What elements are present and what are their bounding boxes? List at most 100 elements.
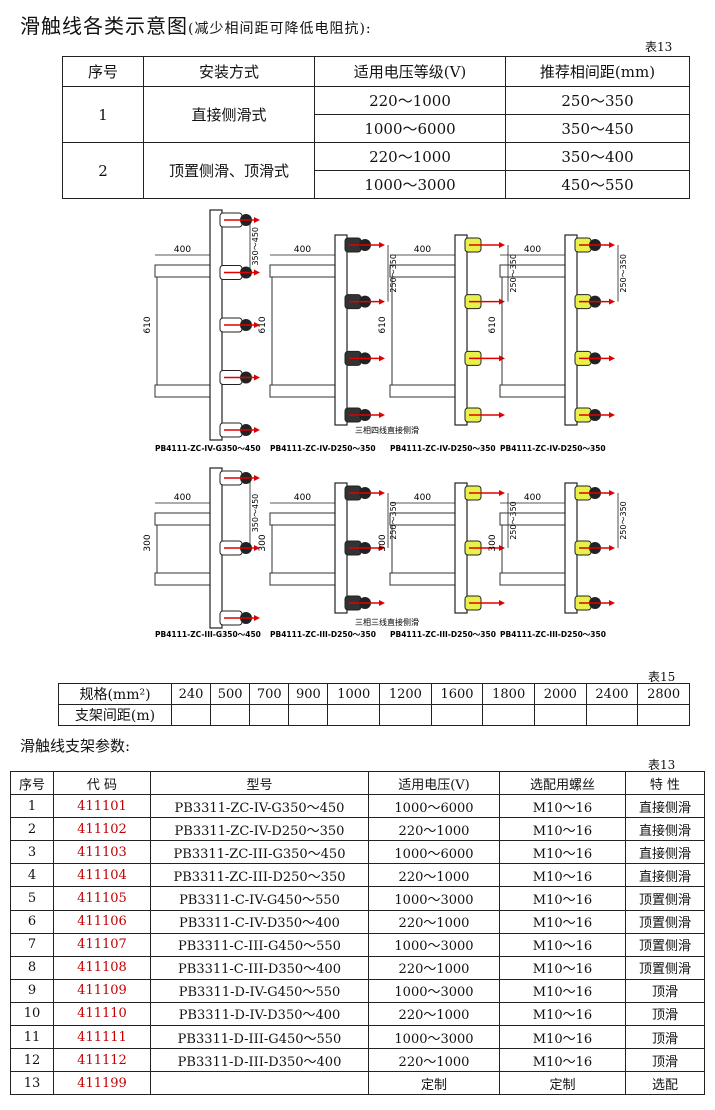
voltage-cell: 1000～3000	[368, 978, 500, 1003]
title-text: 滑触线各类示意图	[20, 14, 188, 38]
cell: 1000～6000	[314, 114, 506, 143]
width-label: 400	[524, 493, 541, 503]
table2-label: 表15	[648, 670, 676, 684]
arrow-head-icon	[379, 298, 385, 305]
spacing-cell[interactable]	[534, 704, 587, 726]
header-cell: 特 性	[625, 770, 705, 796]
spacing-cell[interactable]	[637, 704, 690, 726]
model-label: PB4111-ZC-IV-D250～350	[390, 444, 496, 453]
cell: 220～1000	[314, 86, 506, 115]
table-row: 1000～6000 350～450	[63, 114, 690, 143]
no-cell: 9	[10, 978, 54, 1003]
height-label: 610	[378, 316, 388, 333]
arm-bottom	[154, 572, 211, 586]
cell: 250～350	[505, 86, 690, 115]
spacing-label: 350～450	[251, 494, 260, 533]
model-label: PB4111-ZC-III-D250～350	[270, 630, 376, 639]
spacing-cell[interactable]	[430, 704, 484, 726]
feature-cell: 顶置侧滑	[625, 909, 705, 934]
model-label: PB4111-ZC-III-D250～350	[390, 630, 496, 639]
model-cell: PB3311-D-III-D350～400	[150, 1048, 369, 1073]
arm-bottom	[154, 384, 211, 398]
mount-plate	[454, 234, 468, 426]
spacing-cell[interactable]	[327, 704, 381, 726]
spacing-cell[interactable]	[170, 704, 212, 726]
voltage-cell: 1000～3000	[368, 886, 500, 911]
header-cell: 推荐相间距(mm)	[505, 56, 690, 87]
feature-cell: 顶置侧滑	[625, 886, 705, 911]
code-cell: 411103	[53, 840, 151, 865]
header-cell: 适用电压(V)	[368, 770, 500, 796]
code-cell: 411102	[53, 817, 151, 842]
spec-cell: 1000	[327, 683, 381, 705]
no-cell: 4	[10, 863, 54, 888]
header-cell: 型号	[150, 770, 369, 796]
header-cell: 选配用螺丝	[499, 770, 626, 796]
spacing-label: 250～350	[389, 501, 398, 540]
screw-cell: M10～16	[499, 863, 626, 888]
arrow-head-icon	[609, 298, 615, 305]
screw-cell: M10～16	[499, 932, 626, 957]
spacing-cell[interactable]	[288, 704, 329, 726]
voltage-cell: 220～1000	[368, 909, 500, 934]
spacing-cell[interactable]	[210, 704, 251, 726]
spec-cell: 1200	[379, 683, 432, 705]
cell: 1000～3000	[314, 170, 506, 199]
voltage-cell: 1000～3000	[368, 932, 500, 957]
spacing-cell[interactable]	[585, 704, 639, 726]
feature-cell: 顶滑	[625, 978, 705, 1003]
spacing-cell[interactable]	[482, 704, 535, 726]
code-cell: 411104	[53, 863, 151, 888]
spec-cell: 500	[210, 683, 251, 705]
spec-cell: 2800	[637, 683, 690, 705]
no-cell: 1	[10, 794, 54, 819]
section2-title: 滑触线支架参数:	[20, 737, 131, 755]
spacing-label: 250～350	[619, 254, 628, 293]
model-cell: PB3311-C-III-D350～400	[150, 955, 369, 980]
feature-cell: 直接侧滑	[625, 817, 705, 842]
model-cell: PB3311-ZC-III-G350～450	[150, 840, 369, 865]
arm-bottom	[269, 384, 336, 398]
arrow-head-icon	[379, 412, 385, 418]
code-cell: 411107	[53, 932, 151, 957]
spacing-label: 250～350	[389, 254, 398, 293]
screw-cell: M10～16	[499, 955, 626, 980]
no-cell: 13	[10, 1071, 54, 1096]
arm-bottom	[499, 572, 566, 586]
width-label: 400	[294, 493, 311, 503]
header-cell: 序号	[10, 770, 54, 796]
model-label: PB4111-ZC-III-G350～450	[155, 630, 261, 639]
no-cell: 8	[10, 955, 54, 980]
spec-cell: 700	[249, 683, 290, 705]
no-cell: 2	[10, 817, 54, 842]
table-row: 2 顶置侧滑、顶滑式 220～1000 350～400	[62, 142, 690, 199]
spacing-cell[interactable]	[249, 704, 290, 726]
screw-cell: 定制	[499, 1071, 626, 1096]
spacing-label: 250～350	[509, 501, 518, 540]
model-cell: PB3311-D-IV-G450～550	[150, 978, 369, 1003]
feature-cell: 直接侧滑	[625, 840, 705, 865]
code-cell: 411111	[53, 1025, 151, 1050]
spacing-cell[interactable]	[379, 704, 432, 726]
arm-top	[154, 264, 211, 278]
model-label: PB4111-ZC-III-D250～350	[500, 630, 606, 639]
code-cell: 411110	[53, 1001, 151, 1027]
code-cell: 411101	[53, 794, 151, 819]
arrow-head-icon	[609, 355, 615, 362]
model-cell: PB3311-D-III-G450～550	[150, 1025, 369, 1050]
spec-cell: 2000	[534, 683, 587, 705]
height-label: 300	[378, 534, 388, 551]
screw-cell: M10～16	[499, 794, 626, 819]
model-label: PB4111-ZC-IV-D250～350	[270, 444, 376, 453]
arm-top	[389, 512, 456, 526]
spec-cell: 1800	[482, 683, 535, 705]
width-label: 400	[524, 245, 541, 255]
